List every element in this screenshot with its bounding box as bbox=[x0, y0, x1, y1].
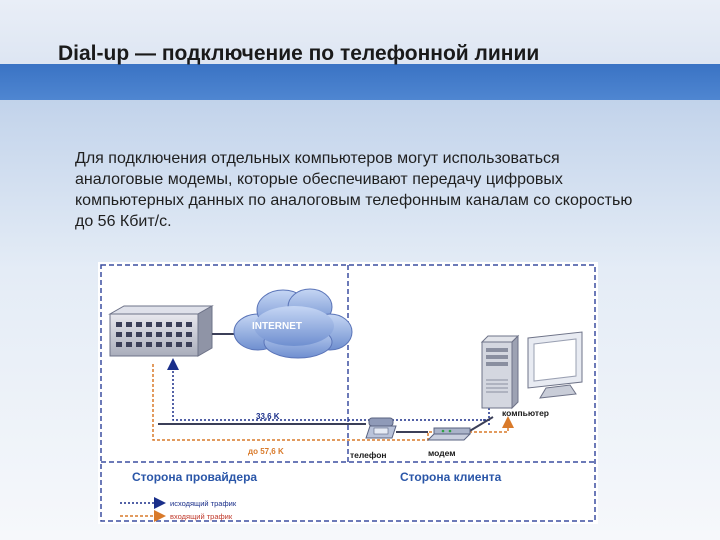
pc-tower-icon bbox=[480, 334, 520, 410]
legend-outgoing-label: исходящий трафик bbox=[170, 499, 237, 508]
slide-title: Dial-up — подключение по телефонной лини… bbox=[58, 42, 540, 65]
accent-band bbox=[0, 64, 720, 100]
internet-cloud-icon bbox=[233, 288, 353, 359]
modem-label: модем bbox=[428, 448, 456, 458]
diagram-svg: INTERNET 33,6 K до 57,6 K телефон модем bbox=[100, 264, 596, 522]
telephone-icon bbox=[365, 417, 397, 439]
incoming-traffic-path bbox=[152, 364, 514, 441]
internet-label: INTERNET bbox=[252, 321, 302, 332]
outgoing-traffic-path bbox=[167, 358, 490, 425]
monitor-icon bbox=[527, 331, 583, 399]
modem-pc-link bbox=[467, 416, 494, 433]
speed-incoming-label: до 57,6 K bbox=[248, 447, 284, 456]
phone-label: телефон bbox=[350, 450, 387, 460]
dialup-diagram: INTERNET 33,6 K до 57,6 K телефон модем bbox=[98, 262, 598, 524]
slide-body-text: Для подключения отдельных компьютеров мо… bbox=[75, 150, 633, 230]
client-side-label: Сторона клиента bbox=[400, 470, 502, 484]
provider-side-label: Сторона провайдера bbox=[132, 470, 257, 484]
diagram-frame bbox=[100, 264, 596, 522]
speed-outgoing-label: 33,6 K bbox=[256, 412, 280, 421]
computer-label: компьютер bbox=[502, 408, 549, 418]
server-icon bbox=[108, 305, 214, 357]
legend-incoming-label: входящий трафик bbox=[170, 512, 233, 521]
modem-icon bbox=[426, 427, 472, 441]
